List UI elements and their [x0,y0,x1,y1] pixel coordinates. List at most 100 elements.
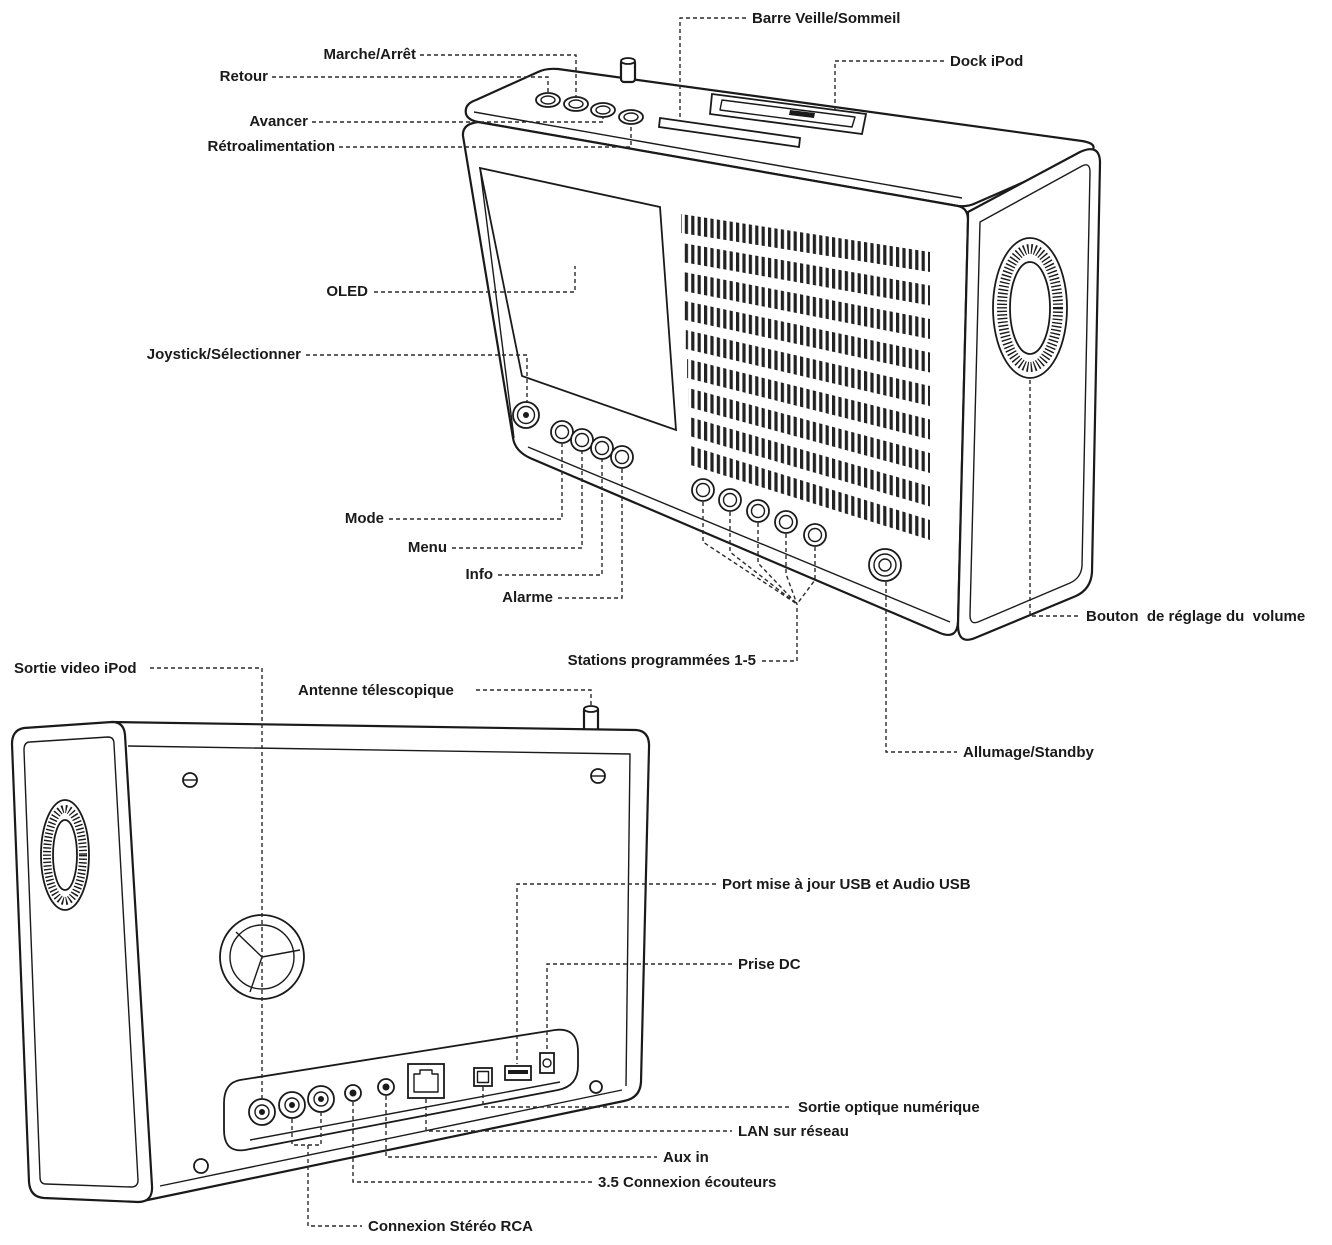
dock-inner [719,99,856,128]
leader-antenna [476,689,592,706]
leader-video-out [150,667,263,1099]
label-stations-programmees: Stations programmées 1-5 [568,652,756,669]
top-lip-line [473,111,963,199]
leader-menu [452,451,583,549]
leader-preset-3 [757,523,798,605]
label-mode: Mode [345,510,384,527]
label-dock-ipod: Dock iPod [950,53,1023,70]
front-leader-lines [272,17,1080,753]
joystick-inner [516,405,536,425]
grille-slot-row [687,359,930,440]
usb-port [504,1065,532,1081]
screw-bottom-left [193,1158,209,1174]
leader-joystick [306,354,528,402]
label-aux-in: Aux in [663,1149,709,1166]
rca-left-jack-inner [284,1097,300,1113]
label-lan-reseau: LAN sur réseau [738,1123,849,1140]
function-buttons [550,420,634,469]
return-button-inner [540,95,556,105]
label-menu: Menu [408,539,447,556]
label-joystick-selectionner: Joystick/Sélectionner [147,346,301,363]
headphone-jack-hole [349,1089,357,1097]
leader-power-standby [885,582,957,753]
right-side-inner [969,164,1091,624]
antenna-tip [583,705,599,713]
label-retroalimentation: Rétroalimentation [207,138,335,155]
power-toggle-button [563,96,589,112]
leader-dc [546,963,732,1051]
preset-button-3 [746,499,770,523]
alarm-button-inner [614,449,630,465]
label-sortie-optique: Sortie optique numérique [798,1099,980,1116]
leader-aux-in [385,1096,657,1158]
leader-optical [482,1087,792,1108]
leader-forward [312,117,604,123]
front-base-line [527,446,951,623]
speaker-grille [681,214,930,540]
screw-bottom-right [589,1080,603,1094]
left-side-inner [23,736,139,1188]
screws [182,768,606,1174]
back-face [110,720,651,1204]
joystick [512,401,540,429]
info-button-inner [594,440,610,456]
leader-rca [291,1113,362,1227]
connector-panel [223,1028,579,1152]
right-side-face [956,148,1102,641]
preset-button-5-inner [807,527,823,543]
leader-ipod-dock [834,60,944,110]
leader-mode [389,444,563,520]
preset-buttons [691,478,827,547]
info-button [590,436,614,460]
feedback-button-inner [623,112,639,122]
rca-left-jack-pin [289,1102,295,1108]
leader-power-toggle [420,54,577,97]
screen-frame-line [479,167,515,439]
preset-button-1-inner [695,482,711,498]
preset-button-2-inner [722,492,738,508]
optical-port-inner [476,1070,490,1084]
power-button-mid [873,553,897,577]
volume-knob-center [1009,261,1051,355]
back-inner-bottom-line [159,1089,623,1187]
menu-button [570,428,594,452]
lan-port-socket [413,1069,439,1093]
grille-slot-row [690,446,930,540]
leader-preset-5 [796,547,816,605]
mode-button [550,420,574,444]
dc-jack-outer [539,1052,555,1074]
dc-jack [539,1052,555,1074]
front-labels: Barre Veille/Sommeil Dock iPod Marche/Ar… [147,10,1305,761]
label-prise-dc: Prise DC [738,956,801,973]
forward-button-inner [595,105,611,115]
label-sortie-video-ipod: Sortie video iPod [14,660,137,677]
usb-port-tongue [508,1070,528,1074]
label-info: Info [466,566,494,583]
label-marche-arret: Marche/Arrêt [323,46,416,63]
back-inner-top-line [127,745,631,1087]
antenna-top [620,57,636,65]
circular-cover-inner [229,924,295,990]
alarm-button [610,445,634,469]
front-view-radio [461,57,1102,641]
leader-usb [516,883,716,1064]
power-standby-button [868,548,902,582]
grille-slot-row [688,388,930,473]
preset-button-4-inner [778,514,794,530]
aux-in-jack-hole [382,1083,390,1091]
leader-preset-1 [702,502,798,605]
volume-knob [992,237,1068,379]
menu-button-inner [574,432,590,448]
label-allumage-standby: Allumage/Standby [963,744,1095,761]
connector-panel-lip [249,1081,561,1141]
optical-port [473,1067,493,1087]
ipod-dock [709,92,868,136]
side-volume-knob [40,799,90,911]
forward-button [590,102,616,118]
volume-knob-knurl [997,244,1063,372]
label-oled: OLED [326,283,368,300]
label-alarme: Alarme [502,589,553,606]
video-out-jack-pin [259,1109,265,1115]
grille-slot-row [689,417,930,507]
